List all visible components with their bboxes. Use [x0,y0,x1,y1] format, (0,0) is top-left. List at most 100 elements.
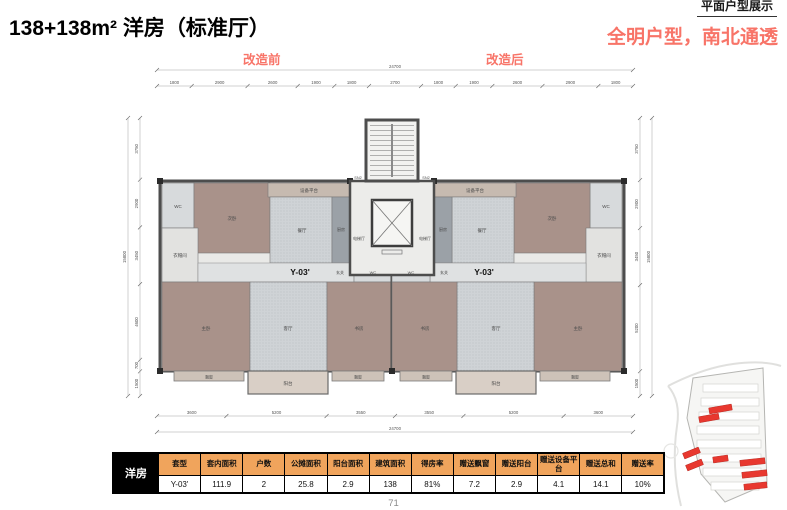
room-entry-right: 玄关 [440,269,448,275]
table-value-cell: 25.8 [284,475,328,494]
room-kitchen-right: 厨房 [439,226,447,232]
room-kitchen-left: 厨房 [337,226,345,232]
highlighted-building [682,446,701,460]
dim-left-total: 15800 [122,115,131,399]
highlighted-building [712,454,729,464]
dim-label: 3550 [356,410,366,415]
dim-label: 5200 [634,323,639,333]
dim-label: 2600 [268,80,278,85]
table-header-cell: 赠送飘窗 [452,452,497,476]
dim-label: 1800 [611,80,621,85]
dim-label: 1900 [469,80,479,85]
dim-label: 24700 [389,426,402,431]
table-header-cell: 阳台面积 [326,452,370,476]
dim-label: 1500 [634,378,639,388]
room-equipment-right: 设备平台 [466,187,484,194]
room-equipment-left: 设备平台 [300,187,318,194]
dim-label: 4600 [134,317,139,327]
highlighted-buildings [682,403,768,491]
table-value-cell: 4.1 [537,475,581,494]
table-value-cell: 2 [242,475,286,494]
floor-plan: 24700 1800 2900 2600 1900 1800 2700 1800 1900 26… [118,60,666,448]
room-bedroom2-left: 次卧 [228,215,237,222]
page-subtitle: 全明户型，南北通透 [606,27,778,48]
room-closet-left: 衣帽间 [173,252,187,259]
dim-label: 1800 [347,80,357,85]
dim-label: 1900 [311,80,321,85]
dim-label: 3600 [594,410,604,415]
dim-label: 2900 [215,80,225,85]
elevator-hall-left: 电梯厅 [353,235,365,241]
table-header-cell: 赠送设备平台 [537,452,581,476]
table-value-cell: 81% [410,475,454,494]
elevator-hall-right: 电梯厅 [419,235,431,241]
room-wc-top-right: WC [602,204,610,209]
dim-bottom-total: 24700 [154,426,636,435]
room-entry-left: 玄关 [336,269,344,275]
dim-label: 3750 [634,144,639,154]
table-header-cell: 赠送阳台 [494,452,539,476]
dim-label: 2900 [134,198,139,208]
dim-label: 2700 [390,80,400,85]
highlighted-building [739,457,766,467]
room-dining-right: 餐厅 [478,227,487,234]
table-group-label: 洋房 [112,452,159,494]
core-geometry [348,118,436,277]
dim-top-total: 24700 [154,64,636,73]
site-location-map [663,356,785,508]
table-value-cell: 14.1 [579,475,623,494]
table-header-cell: 赠送总和 [579,452,623,476]
dim-label: 15800 [122,250,127,263]
dim-label: 700 [134,361,139,369]
dim-label: 1800 [170,80,180,85]
label-before-renovation: 改造前 [243,53,281,67]
room-dining-left: 餐厅 [298,227,307,234]
table-header-cell: 套型 [157,452,202,476]
stair-label-right: SN2 [422,176,429,180]
page-number: 71 [388,498,399,509]
room-wc-top-left: WC [174,204,182,209]
unit-label-left: Y-03' [290,267,310,277]
dim-label: 2900 [634,199,639,209]
table-value-cell: 7.2 [452,475,497,494]
room-wc-mid-right: WC [408,270,415,275]
room-bay-left-2: 飘窗 [354,375,362,380]
slide-section-label: 平面户型展示 [696,0,777,17]
room-study-right: 书房 [421,325,430,332]
table-value-cell: 10% [621,475,665,494]
dim-label: 3600 [187,410,197,415]
dim-label: 15800 [646,250,651,263]
table-header-cell: 套内面积 [200,452,244,476]
floor-plan-svg: 24700 1800 2900 2600 1900 1800 2700 1800 1900 26… [122,64,655,435]
core-labels: SN2 SN2 电梯厅 电梯厅 [353,176,431,241]
highlighted-building [685,458,704,472]
table-header-cell: 得房率 [410,452,454,476]
table-value-cell: Y-03' [157,475,202,494]
room-bedroom2-right: 次卧 [548,215,557,222]
dim-label: 2600 [513,80,523,85]
room-bay-right-1: 飘窗 [571,375,579,380]
highlighted-building [741,469,768,479]
dim-label: 24700 [389,64,402,69]
stair-label-left: SN2 [354,176,361,180]
room-labels-right: 设备平台 WC 次卧 餐厅 厨房 衣帽间 玄关 WC 主卧 客厅 书房 飘窗 飘… [408,187,612,387]
highlighted-building [698,413,720,423]
table-header-cell: 公摊面积 [284,452,328,476]
room-balcony-left: 阳台 [284,380,293,387]
site-map-svg [663,361,782,507]
page-title: 138+138m² 洋房（标准厅） [9,17,270,40]
table-header-cell: 户数 [242,452,286,476]
room-bay-left-1: 飘窗 [205,375,213,380]
room-labels-left: 设备平台 WC 次卧 餐厅 厨房 衣帽间 玄关 WC 主卧 客厅 书房 飘窗 飘… [173,187,376,387]
unit-label-right: Y-03' [474,267,494,277]
highlighted-building [708,403,733,415]
dim-label: 1800 [434,80,444,85]
dim-right-total: 15800 [646,115,655,399]
table-value-cell: 138 [368,475,412,494]
dim-label: 3450 [134,250,139,260]
room-master-left: 主卧 [202,325,211,332]
